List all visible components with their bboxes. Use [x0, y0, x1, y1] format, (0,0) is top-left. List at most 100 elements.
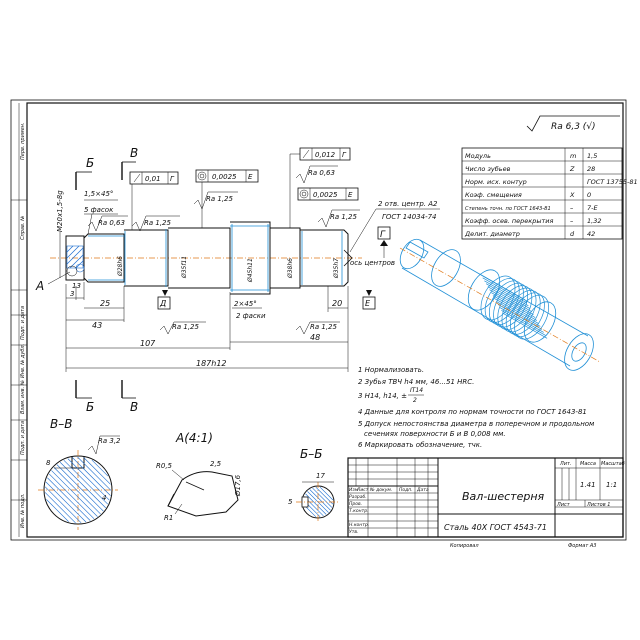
section-b-bottom: Б — [86, 400, 94, 414]
center-holes-label: 2 отв. центр. А2 — [378, 200, 438, 208]
part-name: Вал-шестерня — [462, 490, 545, 503]
general-roughness-text: Ra 6,3 (√) — [551, 121, 596, 132]
gear-tooth-line — [487, 286, 532, 312]
tb-role-checker: Пров. — [349, 501, 362, 507]
datum-g-label: Г — [380, 230, 386, 240]
gear-tooth-line — [502, 313, 548, 339]
general-roughness: Ra 6,3 (√) — [526, 115, 620, 132]
hatch-line — [77, 456, 112, 491]
note-5: 5 Допуск непостоянства диаметра в попере… — [358, 420, 595, 428]
hatch-line — [45, 481, 87, 523]
tolerance-frame-1: 0,01 Г — [129, 171, 179, 230]
tol4-value: 0,0025 — [313, 191, 338, 199]
tol3-value: 0,012 — [315, 151, 336, 159]
gear-tooth-line — [497, 304, 543, 330]
side-label: Перв. примен. — [20, 122, 26, 160]
tb-row-label-date: Дата — [416, 487, 429, 493]
note-6: 6 Маркировать обозначение, тчк. — [358, 441, 482, 449]
tol2-value: 0,0025 — [212, 173, 237, 181]
tb-copied: Копировал — [450, 543, 479, 549]
main-shaft-view: Б Б В В А М20х1,5-8g 1,5×45° 5 фасок Ra … — [35, 146, 440, 414]
roughness-bottom-1: Ra 1,25 — [172, 323, 200, 331]
inner-frame — [26, 102, 624, 538]
note-4: 4 Данные для контроля по нормам точности… — [358, 408, 587, 416]
hatch-line — [72, 457, 111, 496]
section-bb-title: Б–Б — [300, 447, 322, 461]
outer-border — [10, 99, 627, 541]
tb-scale-label: Масштаб — [601, 461, 625, 467]
diameter-35h7: Ø35h7 — [333, 258, 340, 279]
gear-tooth-line — [480, 274, 526, 301]
tb-row-label-sign: Подп. — [399, 487, 413, 493]
gear-tooth-line — [491, 292, 536, 318]
roughness-left-1: Ra 0,63 — [98, 219, 125, 227]
gear-tooth-line — [499, 307, 544, 333]
section-vv-dim8: 8 — [46, 459, 51, 467]
section-vv-roughness: Ra 3,2 — [98, 437, 121, 445]
hatch-line — [312, 487, 333, 508]
section-bb-dim17: 17 — [316, 472, 325, 480]
detail-a-title: А(4:1) — [175, 431, 213, 445]
dim-3: 3 — [70, 290, 74, 298]
param-symbol: – — [570, 217, 573, 225]
hatch-line — [44, 492, 76, 524]
param-value: 1,32 — [587, 217, 601, 225]
hatch-line — [309, 489, 331, 511]
section-bb: Б–Б 17 5 — [288, 447, 340, 522]
diameter-35f11: Ø35f11 — [181, 256, 188, 279]
hatch-line — [51, 470, 98, 517]
param-name: Норм. исх. контур — [465, 178, 527, 186]
gear-tooth-line — [501, 310, 546, 336]
hatch-line — [305, 493, 327, 515]
dim-13: 13 — [72, 282, 81, 290]
chamfer-note: 5 фасок — [84, 206, 114, 214]
detail-a-r1: R1 — [164, 514, 173, 522]
gear-tooth-line — [492, 295, 538, 321]
tb-row-label-izm: Изм — [349, 487, 359, 493]
side-label: Справ. № — [20, 216, 26, 240]
tb-role-developer: Разраб. — [349, 494, 367, 500]
note-2: 2 Зубья ТВЧ h4 мм, 46...51 HRC. — [358, 378, 474, 386]
note-3-num: IT14 — [410, 387, 423, 394]
param-symbol: X — [569, 191, 575, 199]
side-label: Подп. и дата — [20, 421, 26, 455]
section-b-top: Б — [86, 156, 94, 170]
tb-sheet-label: Лист — [556, 502, 571, 508]
technical-requirements: 1 Нормализовать. 2 Зубья ТВЧ h4 мм, 46..… — [358, 366, 595, 449]
note-3-den: 2 — [413, 397, 417, 404]
gear-tooth-line — [485, 283, 531, 310]
side-label: Инв. № подл. — [20, 494, 26, 529]
thread-label: М20х1,5-8g — [56, 190, 64, 232]
hatch-line — [83, 457, 111, 485]
section-vv-dim4: 4 — [102, 494, 106, 502]
hatch-line — [319, 486, 334, 501]
chamfer2-note: 2 фаски — [236, 312, 266, 320]
hatch-line — [56, 464, 104, 512]
note-3: 3 H14, h14, ± — [358, 392, 407, 400]
tol1-value: 0,01 — [145, 175, 161, 183]
hatch-line — [315, 486, 334, 505]
hatch-line — [63, 460, 108, 505]
note-5-cont: сечениях поверхности Б и В 0,008 мм. — [364, 430, 506, 438]
tb-row-label-list: Лист — [356, 487, 369, 493]
gear-tooth-line — [482, 277, 527, 304]
tb-role-ncontrol: Н.контр. — [349, 522, 369, 528]
hatch-line — [59, 462, 106, 509]
gear-tooth-line — [496, 301, 541, 327]
tb-lit-label: Лит. — [559, 461, 572, 467]
param-symbol: Z — [569, 165, 575, 173]
gear-teeth — [480, 274, 550, 340]
hatch-line — [53, 467, 101, 515]
hatch-line — [46, 499, 69, 522]
left-margin-strip: Перв. примен. Справ. № Подп. и дата Инв.… — [11, 103, 27, 537]
dim-43: 43 — [92, 321, 102, 330]
tolerance-frame-2: 0,0025 Е — [195, 169, 259, 228]
center-holes-std: ГОСТ 14034-74 — [382, 213, 437, 221]
tol2-ref: Е — [248, 173, 253, 181]
tb-scale: 1:1 — [606, 481, 617, 489]
param-name: Коэф. смещения — [465, 191, 522, 199]
gear-tooth-ring — [509, 292, 545, 338]
chamfer-label: 1,5×45° — [84, 190, 113, 198]
hatch-line — [47, 477, 91, 521]
